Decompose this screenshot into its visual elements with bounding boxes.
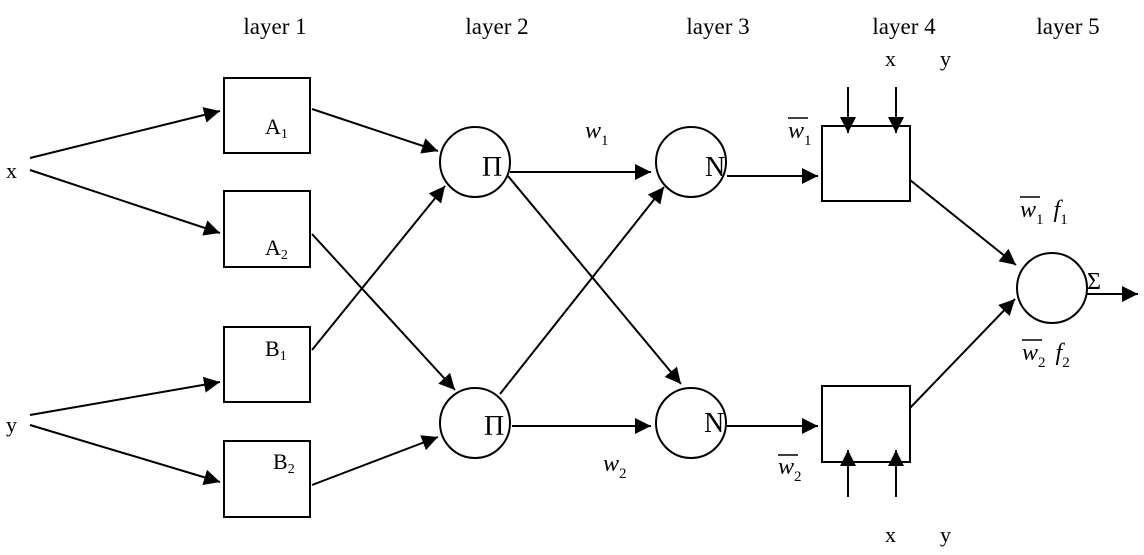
normalized-weight-label-1: w1 <box>788 118 812 149</box>
product-symbol-1: Π <box>482 152 502 183</box>
membership-label-a2: A2 <box>265 235 288 263</box>
layer-1-label: layer 1 <box>243 14 306 39</box>
membership-node-a2 <box>223 190 311 268</box>
layer-5-label: layer 5 <box>1036 14 1099 39</box>
product-symbol-2: Π <box>484 411 504 442</box>
rule2-input-x-label: x <box>885 522 896 547</box>
layer-3-label: layer 3 <box>686 14 749 39</box>
membership-label-b2: B2 <box>273 449 295 477</box>
normalized-weight-label-2: w2 <box>778 454 802 485</box>
sum-symbol: Σ <box>1087 269 1101 295</box>
layer-2-label: layer 2 <box>465 14 528 39</box>
sum-node <box>1016 252 1088 324</box>
edge-a1-pi1 <box>311 108 439 154</box>
edge-b1-pi1 <box>311 185 446 351</box>
edge-rule2-sum <box>909 298 1016 409</box>
membership-node-a1 <box>223 77 311 154</box>
input-x-label: x <box>6 158 17 183</box>
product-node-2 <box>439 387 511 459</box>
weight-label-w1: w1 <box>585 118 609 149</box>
normalize-symbol-2: N <box>704 408 724 439</box>
rule-node-2 <box>821 385 911 463</box>
edge-b2-pi2 <box>311 435 439 486</box>
input-y-label: y <box>6 412 17 437</box>
rule1-input-y-label: y <box>940 46 951 71</box>
rule2-input-y-label: y <box>940 522 951 547</box>
membership-label-a1: A1 <box>265 114 288 142</box>
layer-4-label: layer 4 <box>872 14 936 39</box>
weight-label-w2: w2 <box>603 451 627 482</box>
membership-label-b1: B1 <box>265 336 287 364</box>
edge-x-a2 <box>29 169 221 236</box>
edge-y-b2 <box>29 424 221 486</box>
rule-node-1 <box>821 125 911 202</box>
normalize-node-1 <box>655 126 727 198</box>
edge-rule1-sum <box>909 179 1017 266</box>
edge-y-b1 <box>29 376 221 416</box>
rule1-input-x-label: x <box>885 46 896 71</box>
edge-pi1-n2 <box>507 175 682 385</box>
product-node-1 <box>439 126 511 198</box>
membership-node-b2 <box>223 440 311 518</box>
edge-a2-pi2 <box>311 233 456 391</box>
edge-x-a1 <box>29 107 221 159</box>
normalize-symbol-1: N <box>705 152 725 183</box>
membership-node-b1 <box>223 326 311 403</box>
edge-pi2-n1 <box>499 186 665 395</box>
normalize-node-2 <box>655 387 727 459</box>
